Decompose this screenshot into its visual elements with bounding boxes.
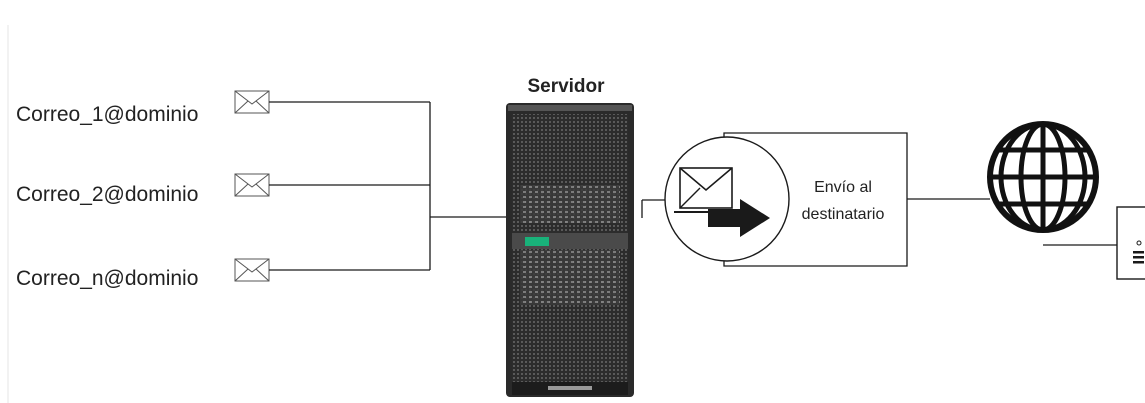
tower-server-icon bbox=[506, 103, 634, 397]
email-label-n: Correo_n@dominio bbox=[16, 267, 198, 290]
send-connectors bbox=[641, 132, 990, 267]
power-indicator bbox=[525, 237, 549, 246]
recipient-server-icon bbox=[1116, 206, 1145, 280]
envelope-icon bbox=[234, 90, 270, 114]
globe-icon bbox=[987, 121, 1099, 233]
server-title: Servidor bbox=[527, 76, 605, 97]
send-label-line2: destinatario bbox=[802, 206, 885, 223]
email-label-1: Correo_1@dominio bbox=[16, 103, 198, 126]
email-connectors bbox=[269, 101, 507, 271]
mail-send-icon bbox=[664, 136, 790, 262]
send-label-line1: Envío al bbox=[814, 179, 872, 196]
envelope-icon bbox=[234, 258, 270, 282]
envelope-icon bbox=[234, 173, 270, 197]
email-label-2: Correo_2@dominio bbox=[16, 183, 198, 206]
